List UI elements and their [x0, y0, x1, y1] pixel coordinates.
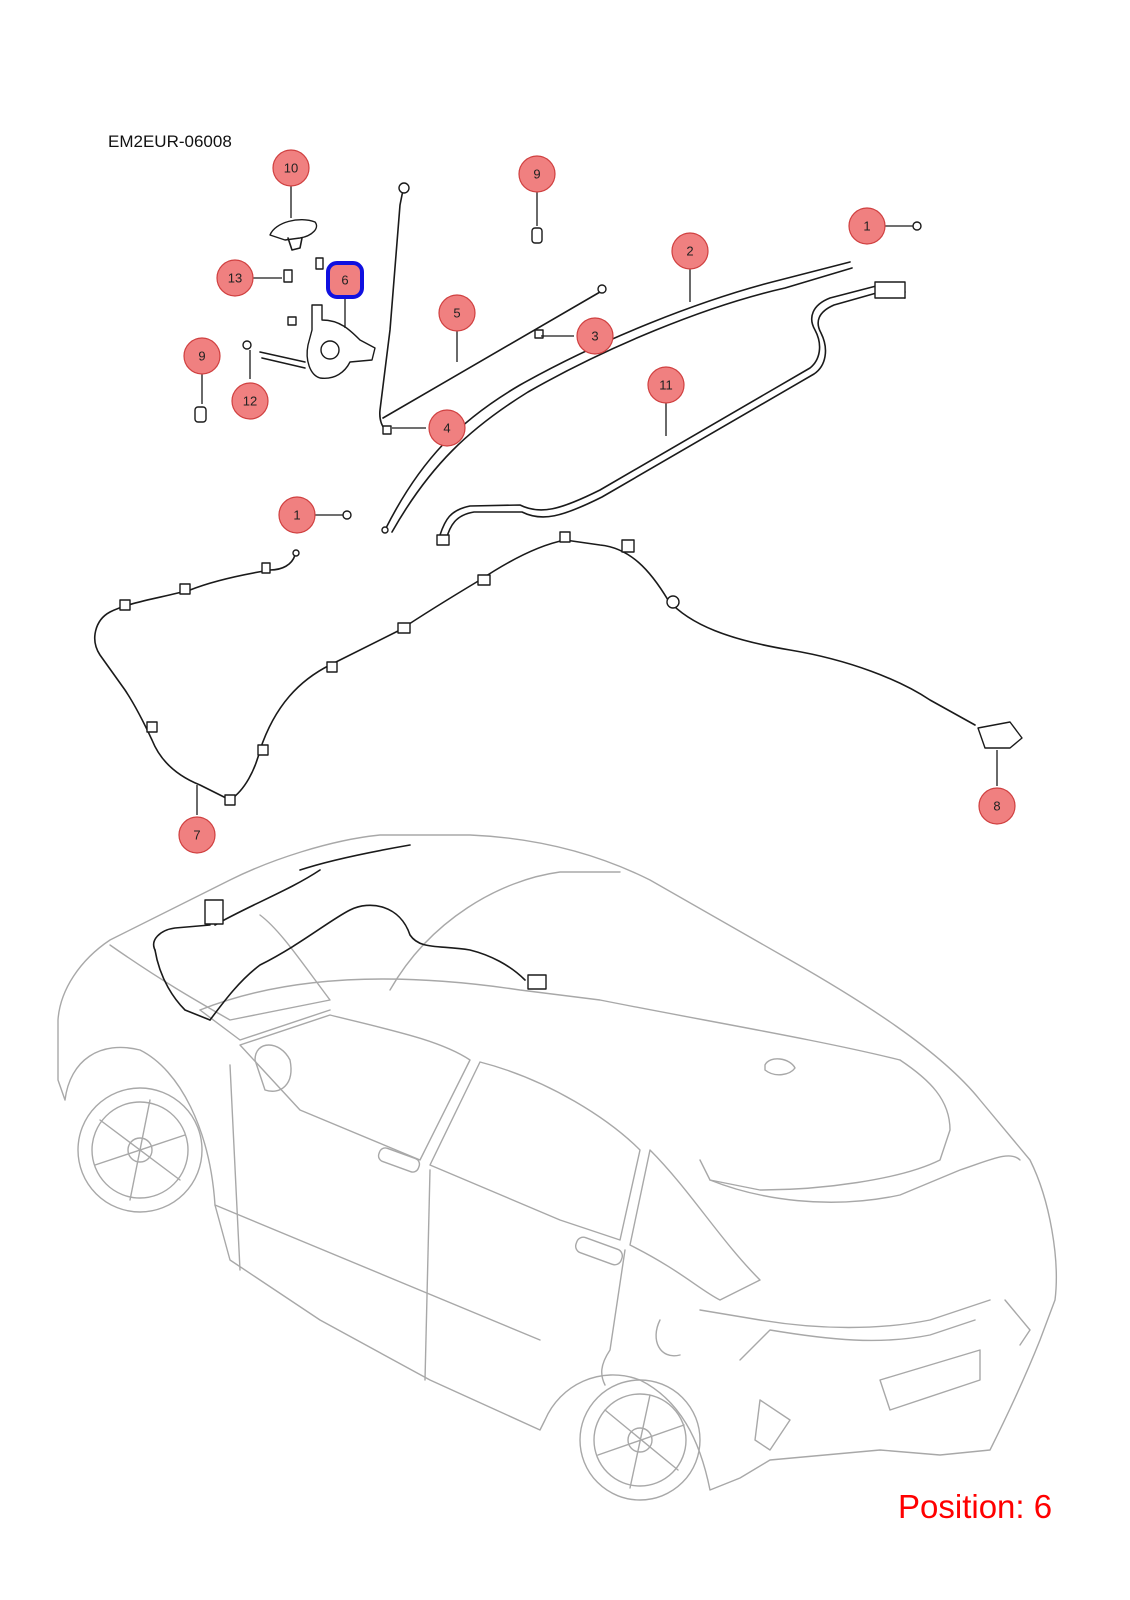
callout-7[interactable]: 7: [178, 816, 216, 854]
callout-2[interactable]: 2: [671, 232, 709, 270]
callout-1-upper[interactable]: 1: [848, 207, 886, 245]
callout-8[interactable]: 8: [978, 787, 1016, 825]
callout-10-number: 10: [284, 161, 298, 176]
callout-4-bubble: [428, 409, 466, 447]
callout-13-number: 13: [228, 271, 242, 286]
diagram-code: EM2EUR-06008: [108, 132, 232, 151]
callout-2-bubble: [671, 232, 709, 270]
hood-seal-strip: [342, 221, 922, 534]
callout-7-bubble: [178, 816, 216, 854]
hood-latch-group: [194, 218, 543, 423]
callout-13[interactable]: 13: [216, 259, 254, 297]
callout-8-bubble: [978, 787, 1016, 825]
callout-9-upper[interactable]: 9: [518, 155, 556, 193]
callout-3-number: 3: [591, 329, 598, 344]
callout-13-bubble: [216, 259, 254, 297]
callout-4-number: 4: [443, 421, 450, 436]
callout-7-number: 7: [193, 828, 200, 843]
callout-2-number: 2: [686, 244, 693, 259]
callout-11-number: 11: [659, 378, 673, 393]
callout-1-upper-number: 1: [863, 219, 870, 234]
callout-1-lower-number: 1: [293, 508, 300, 523]
callout-11[interactable]: 11: [647, 366, 685, 404]
callout-1-lower-bubble: [278, 496, 316, 534]
callout-12-bubble: [231, 382, 269, 420]
callout-9-lower-number: 9: [198, 349, 205, 364]
callout-3[interactable]: 3: [576, 317, 614, 355]
callout-1-lower[interactable]: 1: [278, 496, 316, 534]
callout-9-upper-bubble: [518, 155, 556, 193]
callout-5-number: 5: [453, 306, 460, 321]
callout-12-number: 12: [243, 394, 257, 409]
callout-6-selected[interactable]: 6: [326, 261, 364, 299]
car-outline: [57, 834, 1057, 1501]
washer-hose: [436, 281, 906, 546]
callout-1-upper-bubble: [848, 207, 886, 245]
callout-9-upper-number: 9: [533, 167, 540, 182]
hood-wiring-harness: [94, 531, 1023, 806]
callout-3-bubble: [576, 317, 614, 355]
callout-6-number: 6: [341, 273, 348, 288]
callout-6-bubble: [326, 261, 364, 299]
leader-lines: [196, 186, 998, 815]
hood-release-cable: [379, 182, 607, 435]
callout-10[interactable]: 10: [272, 149, 310, 187]
callout-12[interactable]: 12: [231, 382, 269, 420]
installed-harness: [153, 844, 547, 1021]
callout-5-bubble: [438, 294, 476, 332]
callout-9-lower[interactable]: 9: [183, 337, 221, 375]
callout-4[interactable]: 4: [428, 409, 466, 447]
callout-8-number: 8: [993, 799, 1000, 814]
callout-9-lower-bubble: [183, 337, 221, 375]
callout-5[interactable]: 5: [438, 294, 476, 332]
callout-11-bubble: [647, 366, 685, 404]
position-label: Position: 6: [898, 1488, 1053, 1525]
callout-10-bubble: [272, 149, 310, 187]
